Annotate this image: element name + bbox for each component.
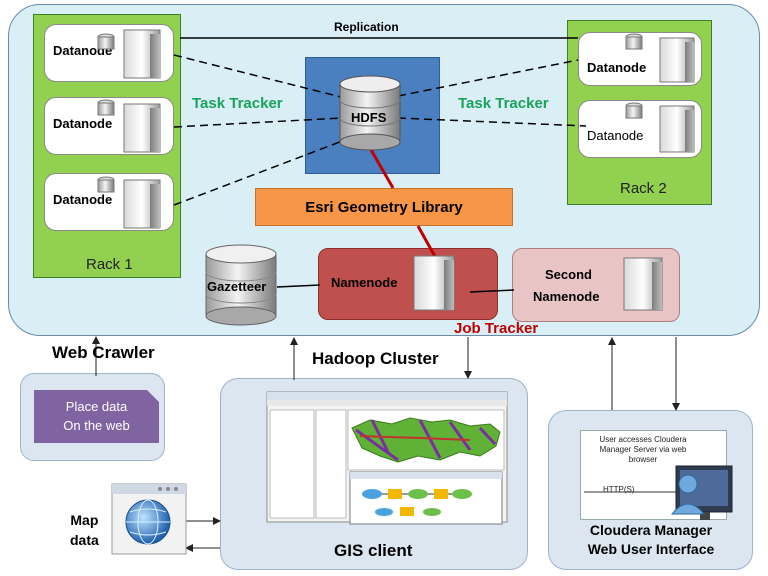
namenode-server-icon [413,255,455,311]
cloudera-caption-line1: Cloudera Manager [589,522,713,538]
second-namenode-server-icon [623,257,663,311]
datanode-label: Datanode [53,192,113,207]
task-tracker-left: Task Tracker [192,95,283,112]
datanode-label: Datanode [587,60,647,75]
gazetteer-label: Gazetteer [207,279,267,294]
map-data-line2: data [70,532,99,548]
namenode-second-link [469,289,515,293]
gazetteer-database-icon [205,244,277,326]
place-data-fold [147,390,159,402]
datanode-label: Datanode [587,128,644,143]
gazetteer-namenode-link [276,284,321,288]
http-label: HTTP(S) [603,485,635,494]
server-icon [625,33,695,83]
namenode-box: Namenode [318,248,498,320]
cloudera-screen-line2: Manager Server via web [599,445,687,454]
hadoop-cluster-label: Hadoop Cluster [312,349,439,368]
hdfs-label: HDFS [351,110,387,125]
place-data-card: Place data On the web [34,390,159,443]
esri-geometry-library: Esri Geometry Library [255,188,513,226]
cloudera-screen-line1: User accesses Cloudera [599,435,687,444]
place-data-line2: On the web [63,418,130,433]
browser-globe-icon [111,483,187,555]
replication-label: Replication [334,20,399,34]
server-icon [97,176,161,229]
server-icon [97,99,161,153]
second-namenode-line2: Namenode [533,289,600,304]
job-tracker-label: Job Tracker [454,320,539,337]
place-data-line1: Place data [65,399,128,414]
task-tracker-links [173,54,587,206]
task-tracker-right: Task Tracker [458,95,549,112]
server-icon [625,102,695,153]
cloudera-caption: Cloudera Manager Web User Interface [560,521,742,559]
namenode-label: Namenode [331,275,398,290]
gis-client-label: GIS client [334,541,413,560]
map-data-line1: Map [70,512,99,528]
rack-1-label: Rack 1 [86,256,133,273]
rack-2-label: Rack 2 [620,180,667,197]
model-builder-screenshot [349,471,503,525]
cloudera-caption-line2: Web User Interface [587,541,715,557]
datanode-label: Datanode [53,116,113,131]
second-namenode-line1: Second [545,267,592,282]
map-data-label: Map data [70,510,99,550]
web-crawler-label: Web Crawler [52,343,155,362]
server-icon [97,29,161,79]
hdfs-esri-link [368,147,395,189]
cloudera-screen-line3: browser [628,455,658,464]
datanode-label: Datanode [53,43,113,58]
hdfs-database-icon [339,75,401,151]
user-monitor-icon [670,465,733,520]
